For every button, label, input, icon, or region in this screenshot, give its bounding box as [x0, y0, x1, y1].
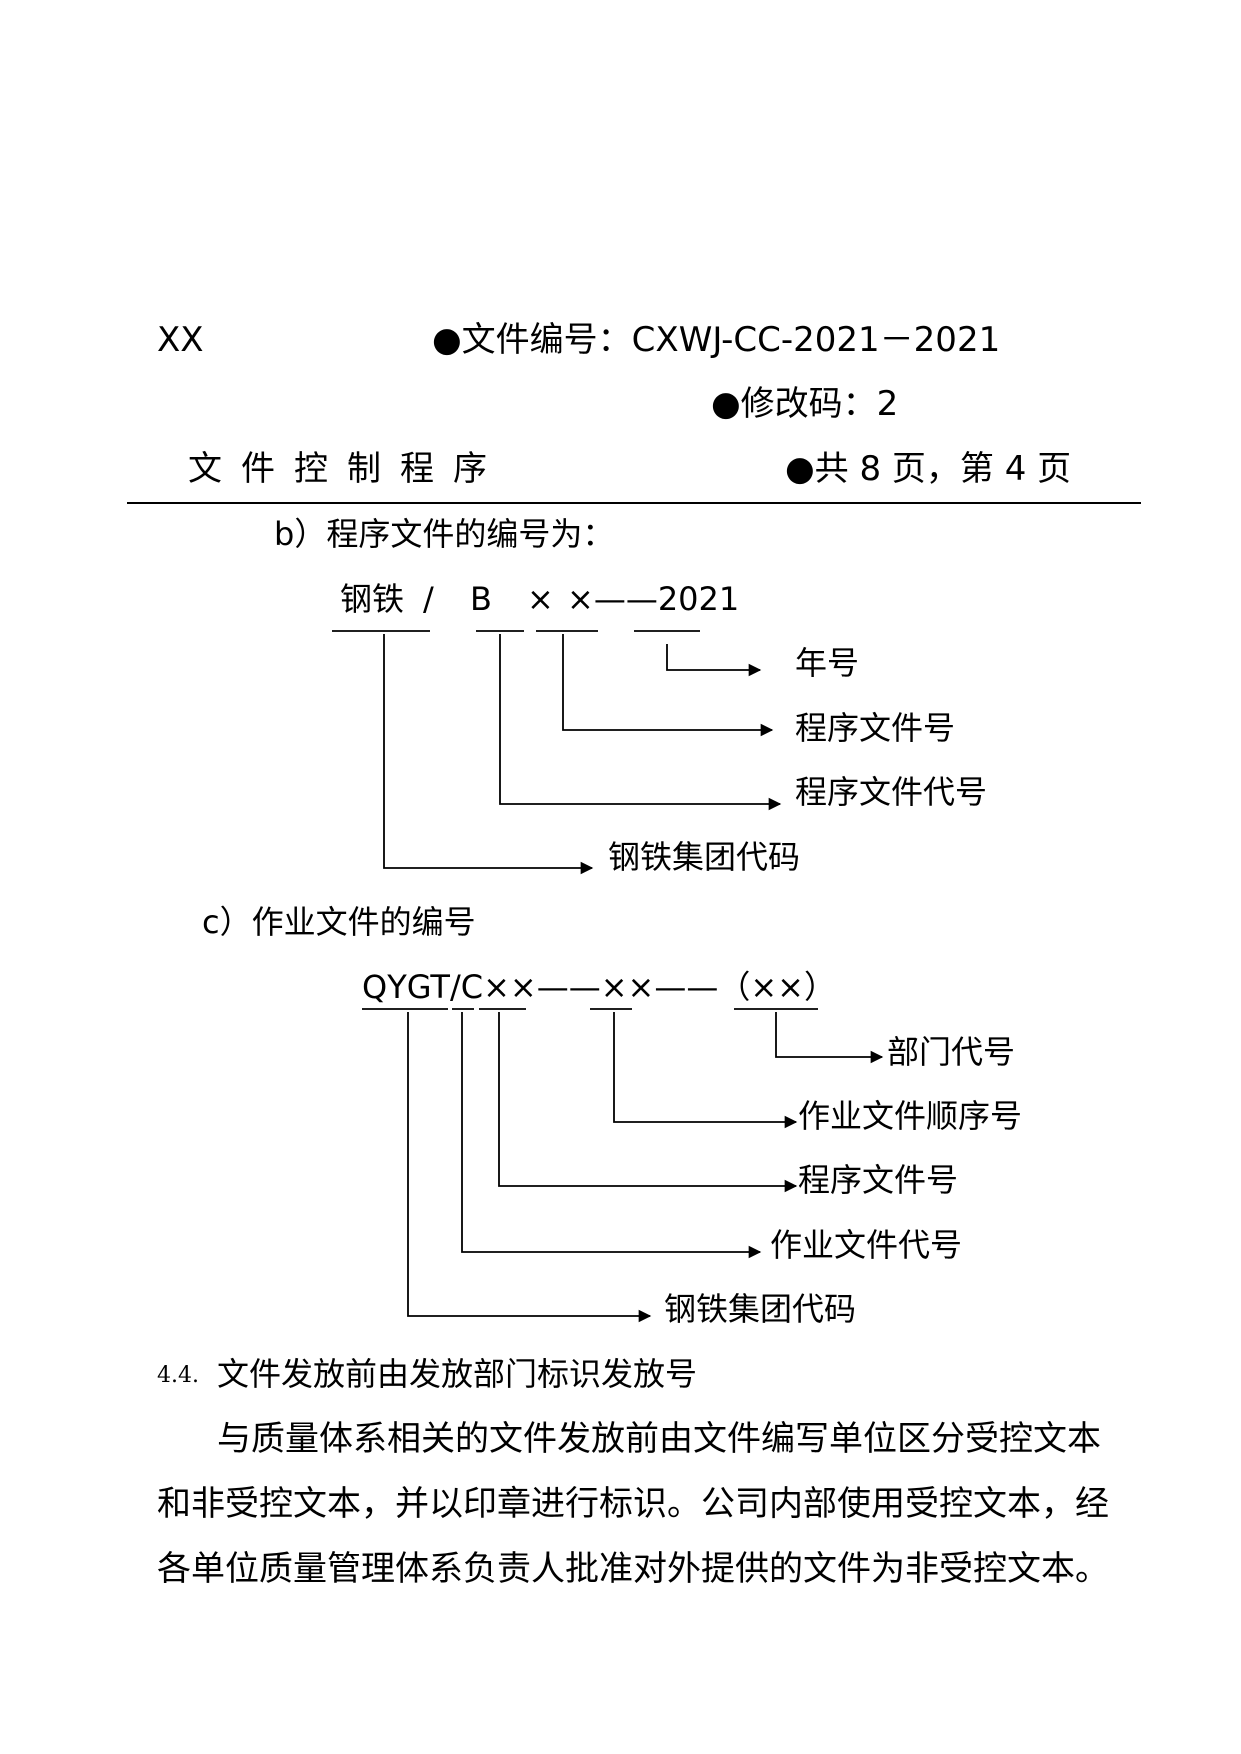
paragraph-line-1: 与质量体系相关的文件发放前由文件编写单位区分受控文本	[217, 1419, 1101, 1459]
header-rule	[127, 502, 1141, 504]
connector-procedure-number	[562, 634, 774, 737]
label-year: 年号	[795, 644, 860, 682]
code-b-part-x1: ×	[527, 580, 554, 618]
connector-group-code-c	[407, 1012, 652, 1323]
connector-procedure-number-c	[498, 1012, 798, 1193]
revision-code: ●修改码：2	[711, 384, 899, 424]
code-b-part-slash: /	[423, 580, 434, 618]
paragraph-line-3: 各单位质量管理体系负责人批准对外提供的文件为非受控文本。	[157, 1549, 1109, 1589]
code-c: QYGT/C××——××——（××）	[362, 968, 836, 1006]
page-count: ●共 8 页，第 4 页	[785, 449, 1072, 489]
label-procedure-code: 程序文件代号	[795, 773, 988, 811]
document-title: 文件控制程序	[188, 449, 506, 489]
document-number: ●文件编号：CXWJ-CC-2021－2021	[432, 320, 1001, 360]
connector-work-code	[461, 1012, 762, 1259]
code-b-part-x2-year: ×——2021	[567, 580, 740, 618]
company-name: XX	[157, 320, 204, 360]
connector-group-code-b	[383, 634, 594, 875]
section-number: 4.4.	[157, 1363, 199, 1388]
label-group-code-c: 钢铁集团代码	[664, 1290, 857, 1328]
label-procedure-number-c: 程序文件号	[798, 1161, 959, 1199]
paragraph-line-2: 和非受控文本，并以印章进行标识。公司内部使用受控文本，经	[157, 1484, 1109, 1524]
connector-work-sequence	[613, 1012, 798, 1129]
section-c-heading: c）作业文件的编号	[202, 903, 476, 941]
section-b-heading: b）程序文件的编号为：	[274, 515, 615, 553]
section-title: 文件发放前由发放部门标识发放号	[217, 1355, 698, 1393]
code-b-part-group: 钢铁	[340, 580, 405, 618]
label-procedure-number: 程序文件号	[795, 709, 956, 747]
connector-department-code	[775, 1012, 884, 1064]
code-b-part-type: B	[470, 580, 492, 618]
label-department-code: 部门代号	[887, 1033, 1016, 1071]
connector-procedure-code	[499, 634, 782, 811]
label-work-code: 作业文件代号	[770, 1226, 963, 1264]
label-group-code-b: 钢铁集团代码	[608, 838, 801, 876]
connector-year	[666, 644, 762, 677]
label-work-sequence: 作业文件顺序号	[798, 1097, 1023, 1135]
